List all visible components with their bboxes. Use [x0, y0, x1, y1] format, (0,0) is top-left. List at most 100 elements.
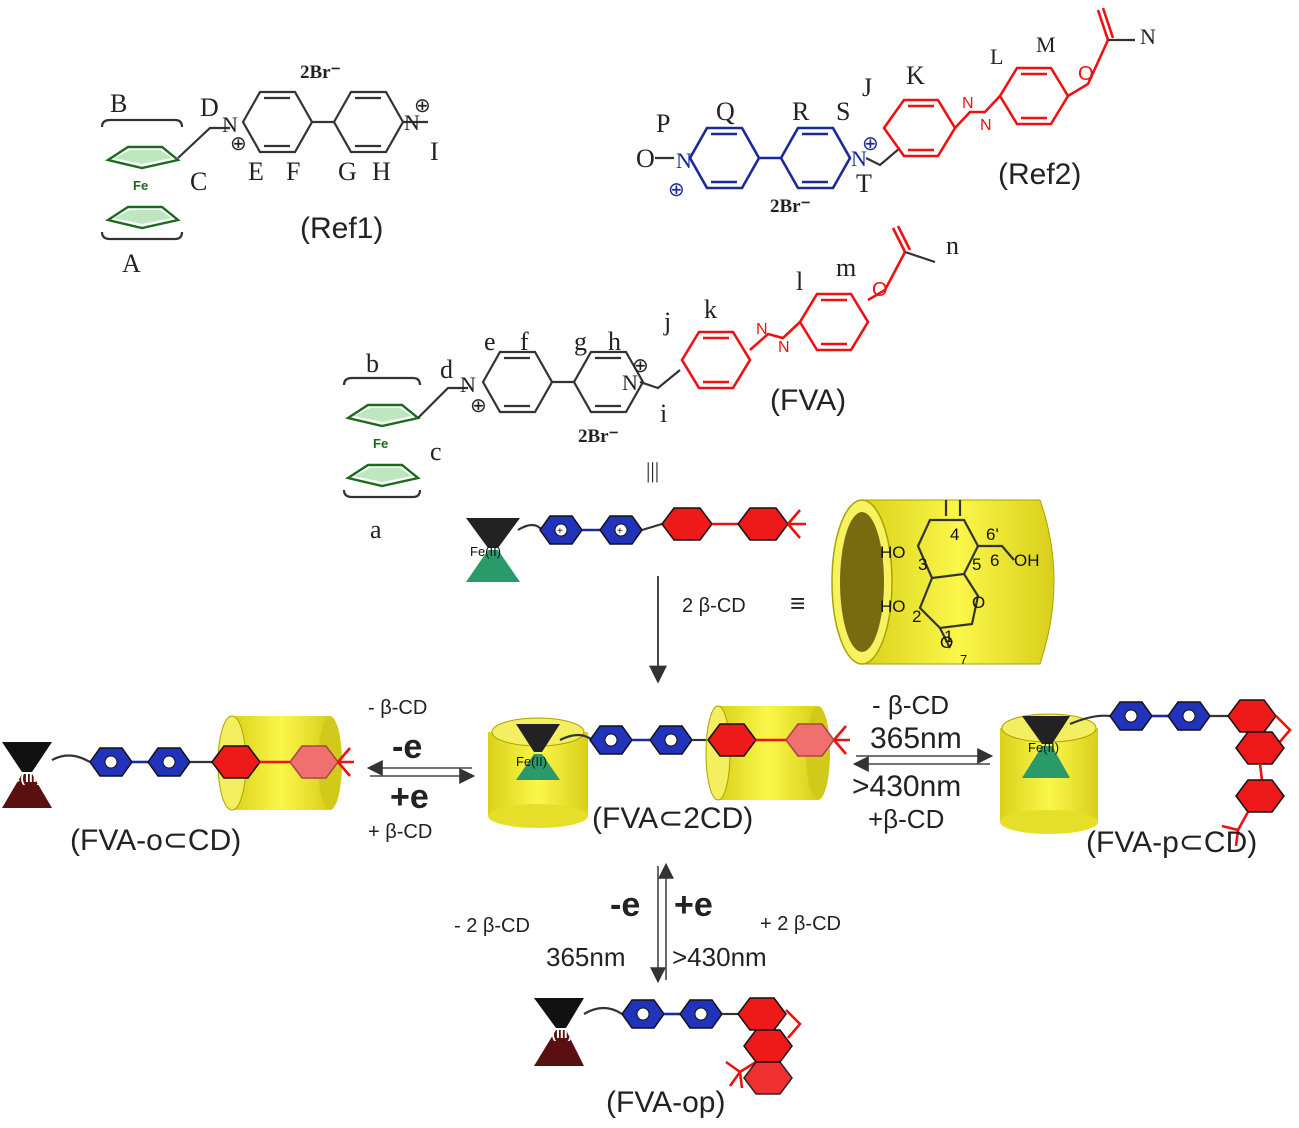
equiv-symbol: ≡: [790, 588, 805, 618]
ref2-label-T: T: [856, 169, 872, 198]
down-right-1: +e: [674, 886, 713, 924]
ref2-plus2: ⊕: [862, 133, 879, 155]
vertical-equilibrium: -e - 2 β-CD 365nm +e + 2 β-CD >430nm: [454, 862, 841, 984]
fva-label-n: n: [946, 231, 959, 260]
fva-label-h: h: [608, 327, 621, 356]
ref2-label-M: M: [1036, 32, 1056, 57]
fva-label-g: g: [574, 327, 587, 356]
right-equilibrium: - β-CD 365nm >430nm +β-CD: [852, 690, 994, 834]
fva-label-k: k: [704, 295, 717, 324]
ref2-label-Q: Q: [716, 97, 735, 126]
ref2-plus1: ⊕: [668, 179, 685, 201]
ref1-label-A: A: [122, 249, 141, 278]
ref1-label-E: E: [248, 157, 264, 186]
fva-N1: N: [460, 372, 476, 397]
fva-label-i: i: [660, 399, 667, 428]
ref2-counterion: 2Br⁻: [770, 196, 811, 217]
ref1-label-B: B: [110, 89, 127, 118]
ref2-label-O: O: [636, 144, 655, 173]
ref1-label-I: I: [430, 137, 439, 166]
fva-label-j: j: [663, 307, 671, 336]
fva-ester-O: O: [872, 279, 888, 301]
right-arrow-top1: - β-CD: [872, 690, 949, 720]
fva-plus1: ⊕: [470, 395, 487, 417]
fva-structure: Fe N ⊕ N ⊕ N N O b a c d e f g h i j: [342, 225, 959, 544]
reagent-2cd: 2 β-CD: [682, 595, 746, 617]
left-arrow-bot2: + β-CD: [368, 821, 432, 843]
ref1-ferrocene: Fe: [100, 118, 184, 241]
fva-counterion: 2Br⁻: [578, 426, 619, 447]
right-arrow-bot1: >430nm: [852, 770, 961, 803]
cd-num-6prime: 6': [986, 525, 999, 544]
ref1-label-C: C: [190, 167, 207, 196]
right-arrow-bot2: +β-CD: [868, 804, 944, 834]
ref2-azo-N2: N: [980, 117, 992, 134]
ref2-name: (Ref2): [998, 158, 1081, 191]
cd-num-2: 2: [912, 607, 921, 626]
bottom-name: (FVA-op): [606, 1086, 725, 1119]
fva-cartoon-plus2: +: [617, 526, 623, 537]
ref1-label-D: D: [200, 93, 219, 122]
cd-num-4: 4: [950, 525, 959, 544]
cd-ho-2: HO: [880, 597, 906, 616]
ref2-label-N: N: [1140, 24, 1156, 49]
fva-plus2: ⊕: [632, 355, 649, 377]
left-complex: Fe(III) (FVA-o⊂CD): [2, 715, 354, 857]
cd-ho-1: HO: [880, 543, 906, 562]
fva-N2: N: [622, 370, 638, 395]
ref1-name: (Ref1): [300, 212, 383, 245]
ref2-label-P: P: [656, 109, 670, 138]
cd-o-ring: O: [972, 593, 985, 612]
fva-label-d: d: [440, 355, 453, 384]
right-metal: Fe(II): [1028, 740, 1059, 755]
ref1-label-H: H: [372, 157, 391, 186]
ref1-label-F: F: [286, 157, 300, 186]
fva-equiv-symbol: |||: [646, 458, 659, 483]
fva-name: (FVA): [770, 384, 846, 417]
center-name: (FVA⊂2CD): [592, 802, 753, 835]
right-complex: Fe(II) (FVA-p⊂CD): [1000, 699, 1292, 859]
cd-oh: OH: [1014, 551, 1040, 570]
bottom-metal: Fe(III): [535, 1025, 572, 1041]
fva-label-e: e: [484, 327, 496, 356]
ref2-label-J: J: [862, 73, 872, 102]
left-name: (FVA-o⊂CD): [70, 824, 241, 857]
fva-label-m: m: [836, 253, 856, 282]
fva-label-l: l: [796, 267, 803, 296]
ref2-structure: O N ⊕ N ⊕ N N O P Q R S T J K L M N 2Br⁻…: [636, 7, 1156, 217]
ref2-label-L: L: [990, 44, 1003, 69]
ref2-ester-O: O: [1078, 63, 1094, 85]
left-metal: Fe(III): [4, 769, 41, 785]
fva-cartoon-metal: Fe(II): [470, 544, 501, 559]
ref1-N1: N: [222, 112, 238, 137]
ref1-plus2: ⊕: [414, 95, 431, 117]
cd-num-6: 6: [990, 551, 999, 570]
fva-cartoon: Fe(II) + +: [466, 507, 806, 582]
down-left-1: -e: [610, 886, 640, 924]
fva-ferrocene: Fe: [342, 376, 422, 499]
ref1-fe-label: Fe: [133, 178, 148, 193]
left-equilibrium: - β-CD -e +e + β-CD: [366, 697, 476, 843]
left-arrow-top2: -e: [392, 728, 422, 766]
down-left-2: - 2 β-CD: [454, 915, 530, 937]
ref1-plus1: ⊕: [230, 133, 247, 155]
left-arrow-bot1: +e: [390, 778, 429, 816]
cd-num-5: 5: [972, 555, 981, 574]
cd-o-glyco: O: [940, 633, 953, 652]
down-right-3: >430nm: [672, 942, 767, 972]
ref2-N2: N: [851, 146, 867, 171]
center-complex: Fe(II) (FVA⊂2CD): [488, 705, 850, 835]
ref1-counterion: 2Br⁻: [300, 62, 341, 83]
down-right-2: + 2 β-CD: [760, 913, 841, 935]
ref2-N1: N: [676, 148, 692, 173]
fva-azo-N: N: [756, 321, 768, 338]
ref1-N2: N: [404, 110, 420, 135]
cd-num-1: 1: [944, 627, 953, 646]
fva-label-b: b: [366, 349, 379, 378]
ref1-label-G: G: [338, 157, 357, 186]
right-name: (FVA-p⊂CD): [1086, 826, 1257, 859]
fva-label-f: f: [520, 327, 529, 356]
cd-legend-cylinder: HO HO OH O O 1 2 3 4 5 6 6' 7: [831, 499, 1055, 667]
down-left-3: 365nm: [546, 942, 626, 972]
